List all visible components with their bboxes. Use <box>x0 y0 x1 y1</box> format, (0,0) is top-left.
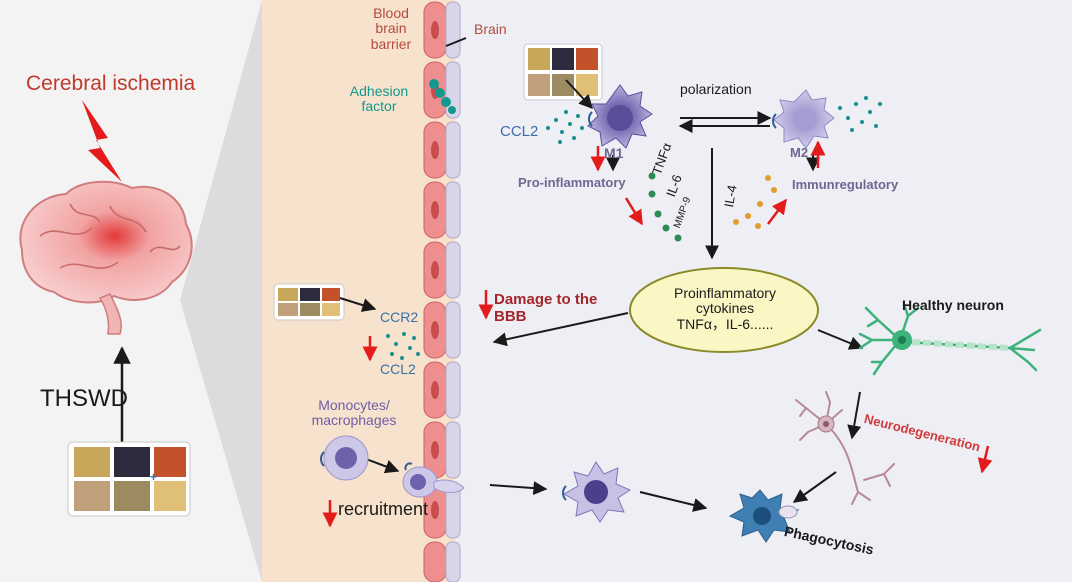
pathway-arrows <box>339 37 864 512</box>
macrophage-icon <box>562 461 632 523</box>
phagocyte-cell <box>728 489 800 543</box>
ccl2-brain-label: CCL2 <box>500 123 539 140</box>
proinflammatory-cytokines-box <box>629 267 819 353</box>
lightning-icon <box>82 100 122 182</box>
endothelial-cells <box>423 1 461 582</box>
damage-bbb-label: Damage to the BBB <box>494 291 598 325</box>
herb-collage-icon <box>273 283 345 321</box>
ccl2-dots-vessel <box>386 332 420 360</box>
adhesion-factor-icon <box>429 79 456 114</box>
ccl2-chemokine-dots <box>546 110 584 144</box>
adhesion-factor-label: Adhesion factor <box>349 83 409 115</box>
polarization-label: polarization <box>680 81 752 97</box>
ccr2-label: CCR2 <box>380 309 419 325</box>
regulation-arrows <box>322 140 993 528</box>
cerebral-ischemia-title: Cerebral ischemia <box>26 72 196 95</box>
herb-collage-icon <box>523 43 603 101</box>
immunregulatory-label: Immunregulatory <box>792 177 899 192</box>
degenerating-neuron-icon <box>795 391 895 505</box>
il4-dots <box>733 175 777 229</box>
transmigrating-monocyte <box>402 462 465 498</box>
pro-inflammatory-cytokine-dots <box>648 172 682 242</box>
svg-text:+: + <box>150 470 157 484</box>
bbb-label: Blood brain barrier <box>370 5 412 52</box>
m1-macrophage <box>587 84 653 149</box>
monocytes-macrophages-label: Monocytes/ macrophages <box>311 397 397 429</box>
m1-label: M1 <box>604 145 624 161</box>
neuron-icon <box>858 302 1042 376</box>
proinflammatory-cytokines-text: Proinflammatory cytokines TNFα，IL-6.....… <box>674 285 776 332</box>
ccl2-vessel-label: CCL2 <box>380 361 416 377</box>
brain-region-label: Brain <box>474 21 507 37</box>
zoom-wedge <box>180 0 262 582</box>
m2-label: M2 <box>790 145 809 160</box>
herb-collage-icon: + <box>67 441 191 517</box>
healthy-neuron-label: Healthy neuron <box>902 297 1004 313</box>
thswd-label: THSWD <box>40 385 128 412</box>
brain-icon <box>19 180 193 335</box>
monocyte-cell <box>320 435 369 481</box>
m2-secreted-dots <box>838 96 882 132</box>
m2-macrophage <box>772 89 835 149</box>
pro-inflammatory-label: Pro-inflammatory <box>518 175 626 190</box>
recruitment-label: recruitment <box>338 499 429 519</box>
